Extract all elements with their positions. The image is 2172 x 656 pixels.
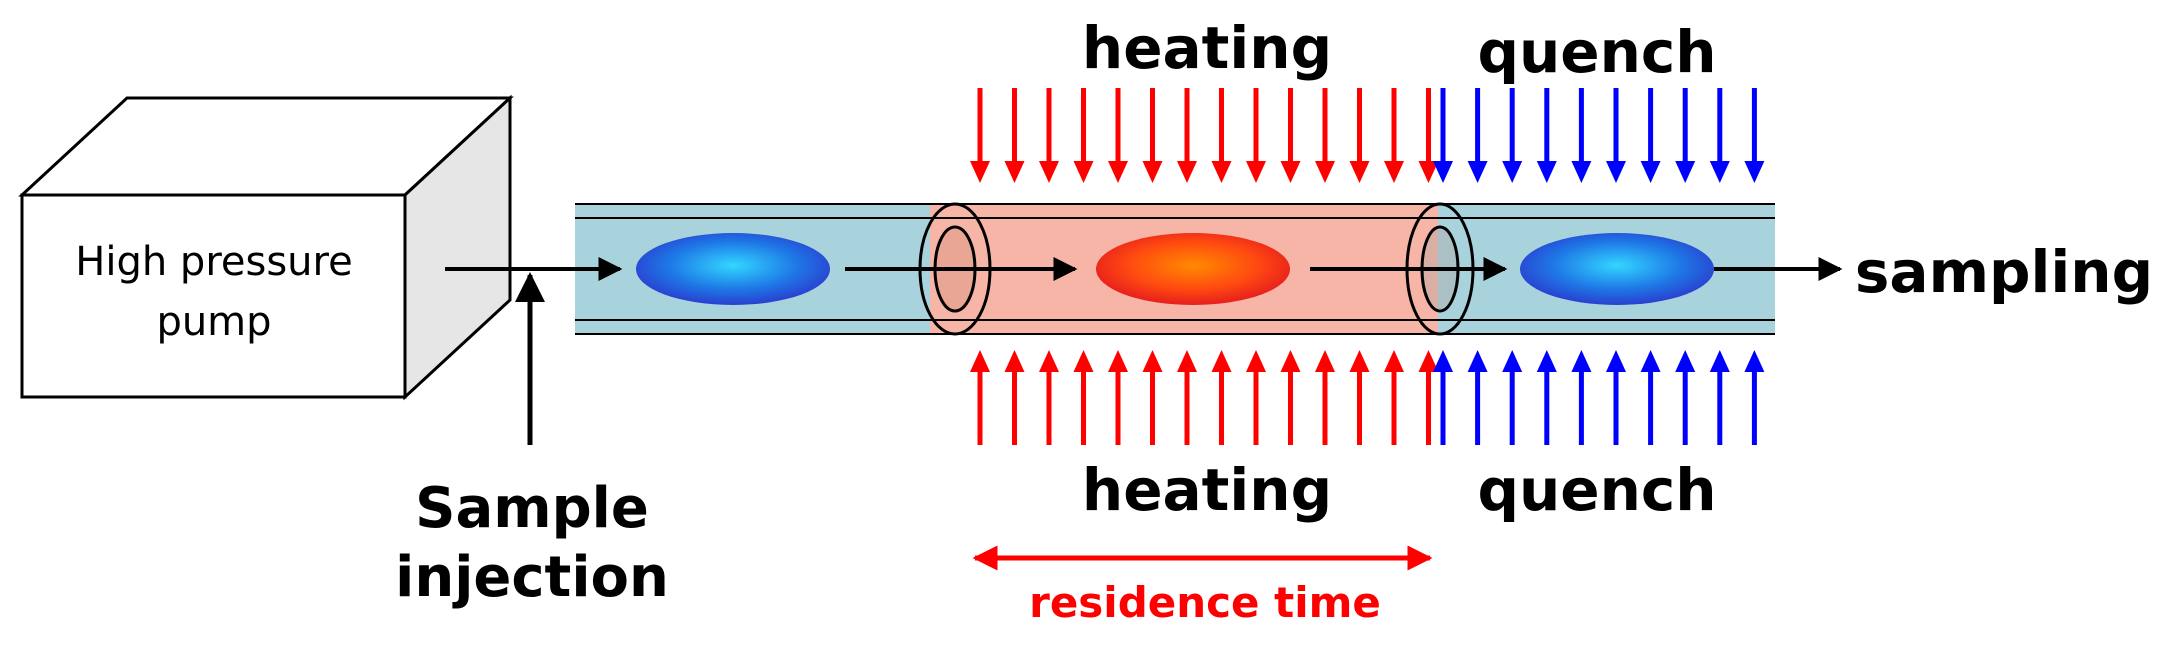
quench-arrow-down — [1606, 88, 1626, 183]
quench-arrow-up — [1536, 350, 1557, 445]
quench-arrow-down — [1640, 88, 1661, 183]
heating-label-top: heating — [1082, 14, 1332, 82]
quench-arrow-up — [1467, 350, 1488, 445]
sample-injection-label-line2: injection — [395, 545, 669, 610]
quench-arrow-up — [1606, 350, 1626, 445]
heating-arrow-down — [1246, 88, 1266, 183]
heating-arrow-down — [1177, 88, 1197, 183]
quench-arrow-down — [1709, 88, 1730, 183]
heating-arrow-up — [1142, 350, 1163, 445]
heating-arrow-down — [1384, 88, 1404, 183]
pump-label-line2: pump — [156, 299, 271, 345]
quench-arrow-up — [1571, 350, 1592, 445]
quench-label-top: quench — [1477, 18, 1716, 86]
heating-arrow-down — [1349, 88, 1370, 183]
heating-arrow-down — [1418, 88, 1439, 183]
heating-arrow-down — [1315, 88, 1335, 183]
heating-arrow-down — [1142, 88, 1163, 183]
quench-arrow-up — [1433, 350, 1453, 445]
quench-arrow-down — [1675, 88, 1696, 183]
heating-arrow-down — [1004, 88, 1025, 183]
sample-injection-label-line1: Sample — [415, 476, 649, 541]
quench-label-bottom: quench — [1477, 456, 1716, 524]
quench-arrow-down — [1536, 88, 1557, 183]
pump-label-line1: High pressure — [75, 239, 352, 285]
top-arrow-group — [970, 88, 1765, 183]
quench-arrow-up — [1744, 350, 1765, 445]
quench-arrow-up — [1502, 350, 1523, 445]
heating-arrow-up — [1418, 350, 1439, 445]
high-pressure-pump: High pressure pump — [18, 94, 514, 401]
heating-arrow-up — [1246, 350, 1266, 445]
quench-arrow-up — [1640, 350, 1661, 445]
heating-arrow-up — [1108, 350, 1128, 445]
heating-arrow-up — [1073, 350, 1094, 445]
heating-label-bottom: heating — [1082, 456, 1332, 524]
heating-arrow-up — [1384, 350, 1404, 445]
heating-arrow-down — [1211, 88, 1232, 183]
heating-arrow-up — [970, 350, 990, 445]
quench-arrow-down — [1502, 88, 1523, 183]
quench-arrow-down — [1744, 88, 1765, 183]
heating-arrow-down — [1280, 88, 1301, 183]
sample-plug-quenched — [1520, 233, 1714, 305]
heating-arrow-up — [1177, 350, 1197, 445]
bottom-arrow-group — [970, 350, 1765, 445]
quench-arrow-down — [1433, 88, 1453, 183]
quench-arrow-down — [1467, 88, 1488, 183]
residence-time-label: residence time — [1029, 578, 1381, 627]
quench-arrow-down — [1571, 88, 1592, 183]
heating-arrow-down — [1039, 88, 1059, 183]
quench-arrow-up — [1675, 350, 1696, 445]
heating-arrow-up — [1280, 350, 1301, 445]
heating-arrow-down — [1073, 88, 1094, 183]
heating-arrow-down — [1108, 88, 1128, 183]
heating-arrow-down — [970, 88, 990, 183]
sample-plug-inlet — [636, 233, 830, 305]
heating-arrow-up — [1211, 350, 1232, 445]
heating-arrow-up — [1039, 350, 1059, 445]
quench-arrow-up — [1709, 350, 1730, 445]
sample-plug-heated — [1096, 233, 1290, 305]
heating-arrow-up — [1004, 350, 1025, 445]
heating-arrow-up — [1315, 350, 1335, 445]
sampling-label: sampling — [1855, 238, 2153, 306]
heating-arrow-up — [1349, 350, 1370, 445]
